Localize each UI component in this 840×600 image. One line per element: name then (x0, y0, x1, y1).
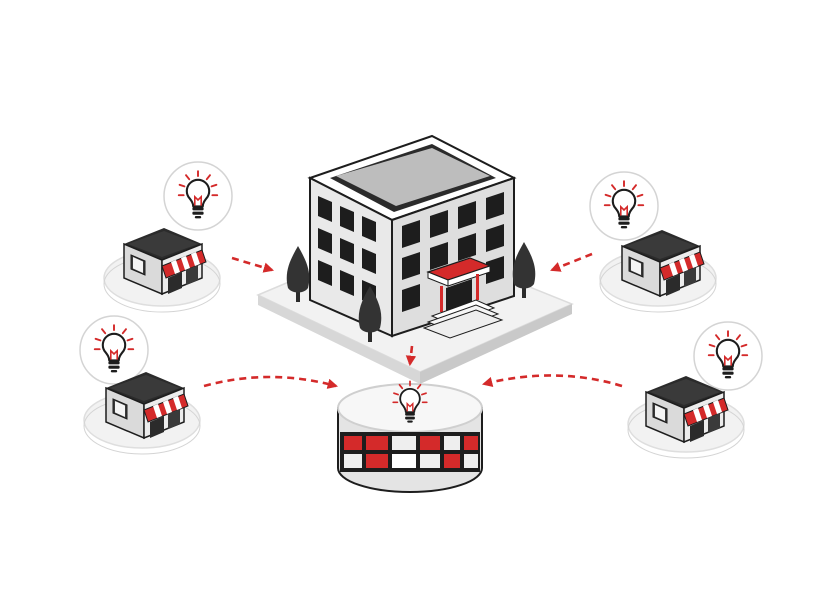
store-top-right (589, 171, 717, 313)
arrow-top-right-to-headquarters (550, 252, 593, 272)
tree-icon (286, 246, 310, 302)
arrow-top-left-to-headquarters (231, 256, 274, 273)
tree-icon (358, 286, 382, 342)
store-bottom-right (627, 321, 763, 459)
hub-panel-band (340, 432, 480, 472)
central-hub (337, 380, 483, 493)
arrow-headquarters-to-hub (405, 345, 417, 367)
store-top-left (103, 161, 233, 313)
arrow-bottom-right-to-hub (481, 374, 623, 388)
store-bottom-left (79, 315, 201, 455)
headquarters (256, 134, 574, 384)
arrow-bottom-left-to-hub (203, 375, 339, 389)
office-building-icon (307, 134, 517, 339)
tree-icon (512, 242, 536, 298)
